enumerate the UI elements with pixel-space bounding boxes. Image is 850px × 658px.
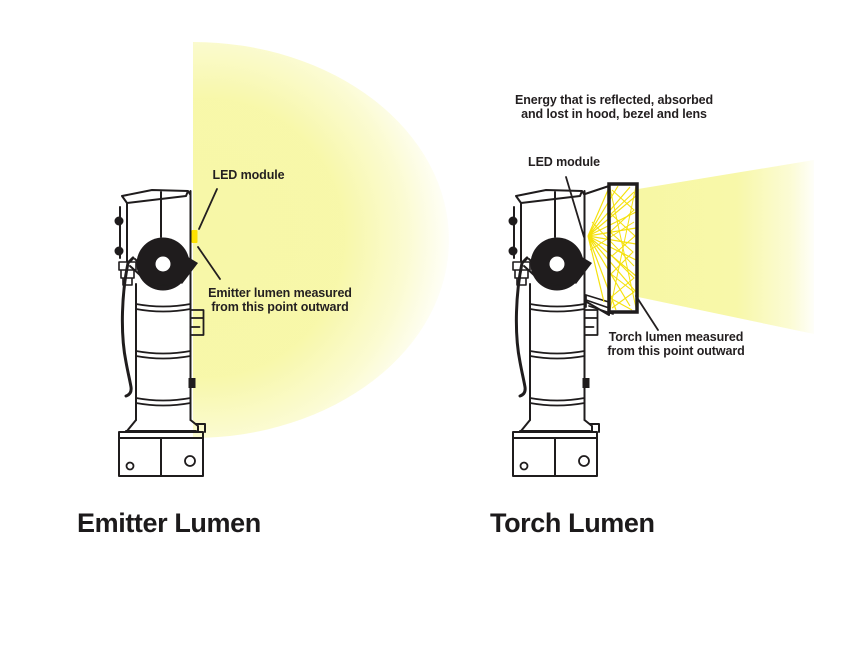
pointer-line-torch-measure [635, 295, 659, 331]
torch-measure-label: Torch lumen measured from this point out… [607, 330, 745, 359]
torch-beam [638, 160, 814, 334]
emitter-lumen-title: Emitter Lumen [77, 508, 261, 538]
pointer-line-led-right [565, 176, 585, 238]
pointer-line-emitter-measure [197, 246, 221, 280]
led-module-label-right: LED module [528, 155, 600, 169]
energy-loss-label: Energy that is reflected, absorbed and l… [514, 93, 714, 122]
emitter-light-glow [193, 42, 449, 438]
led-module-label-left: LED module [212, 168, 285, 182]
lens-outline [607, 182, 639, 314]
led-emitter-dot [191, 230, 198, 243]
torch-lumen-title: Torch Lumen [490, 508, 655, 538]
flashlight-drawing-left [113, 188, 207, 478]
pointer-line-led-left [198, 188, 218, 230]
emitter-measure-label: Emitter lumen measured from this point o… [208, 286, 352, 315]
flashlight-drawing-right [507, 188, 601, 478]
